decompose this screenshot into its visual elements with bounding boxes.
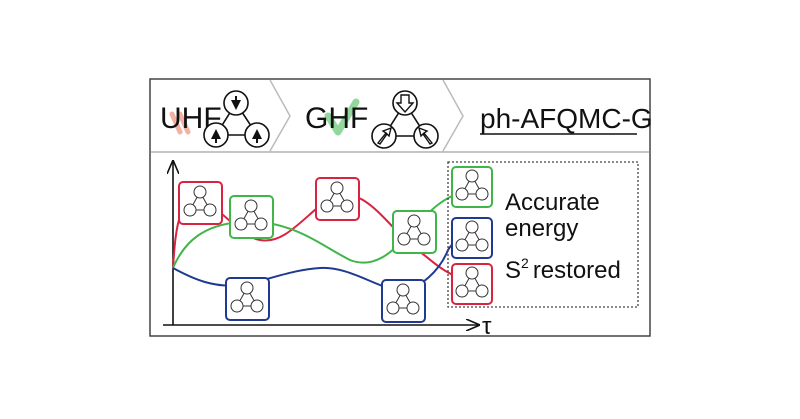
checkmark-icon xyxy=(324,98,360,136)
stage-afqmc: ph-AFQMC-G xyxy=(480,103,653,135)
summary-line-1: Accurate xyxy=(505,189,600,216)
strikethrough-icon xyxy=(169,111,191,135)
chevron-divider-1 xyxy=(269,79,291,152)
stage-label-afqmc: ph-AFQMC-G xyxy=(480,103,653,134)
snapshot-green-2 xyxy=(392,210,437,254)
uhf-spin-arrows-icon xyxy=(211,96,262,143)
final-state-red xyxy=(451,263,493,305)
s2-superscript: 2 xyxy=(521,255,529,271)
final-state-blue xyxy=(451,217,493,259)
snapshot-red-1 xyxy=(178,181,223,225)
snapshot-red-2 xyxy=(315,177,360,221)
summary-line-2: energy xyxy=(505,215,578,242)
snapshot-green-1 xyxy=(229,195,274,239)
stage-ghf: GHF xyxy=(305,90,439,149)
stage-uhf: UHF xyxy=(160,90,270,148)
final-state-green xyxy=(451,166,493,208)
s2-rest: restored xyxy=(533,257,621,284)
snapshot-blue-2 xyxy=(381,279,426,323)
converged-region xyxy=(447,161,639,308)
snapshot-blue-1 xyxy=(225,277,270,321)
stage-label-ghf: GHF xyxy=(305,102,368,135)
x-axis-label: τ xyxy=(482,313,492,340)
ghf-spin-arrows-icon xyxy=(376,94,434,145)
chevron-divider-2 xyxy=(442,79,464,152)
s2-symbol: S xyxy=(505,257,521,284)
